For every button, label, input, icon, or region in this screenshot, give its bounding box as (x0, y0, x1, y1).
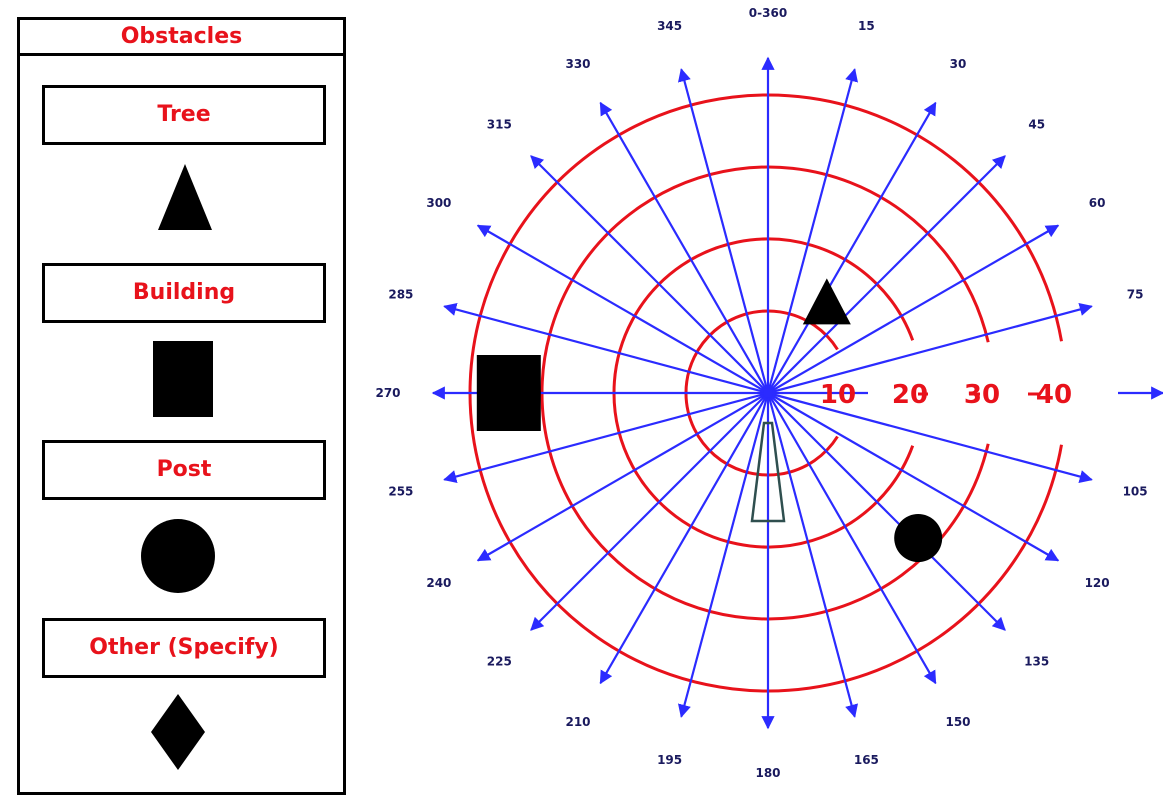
post-circle-icon (141, 519, 215, 593)
bearing-label-15: 15 (858, 19, 875, 33)
bearing-label-45: 45 (1028, 117, 1045, 131)
bearing-ray-330 (599, 101, 769, 394)
bearing-label-135: 135 (1024, 655, 1049, 669)
other-diamond-icon (151, 694, 205, 770)
bearing-label-195: 195 (657, 753, 682, 767)
tree-triangle-icon (158, 164, 212, 230)
legend-title: Obstacles (20, 20, 343, 56)
bearing-ray-285 (443, 302, 769, 395)
bearing-ray-15 (766, 68, 859, 394)
distance-label-10: 10 (820, 380, 856, 410)
bearing-label-315: 315 (487, 117, 512, 131)
bearing-label-150: 150 (945, 715, 970, 729)
bearing-labels: 0-36015304560759010512013515016518019521… (375, 6, 1148, 780)
bearing-label-180: 180 (755, 766, 780, 780)
bearing-ray-75 (767, 302, 1093, 395)
bearing-ray-240 (476, 392, 769, 562)
obstacle-building (476, 355, 541, 431)
bearing-label-30: 30 (950, 57, 967, 71)
bearing-label-300: 300 (426, 196, 451, 210)
observer-shape (750, 421, 786, 523)
bearing-ray-255 (443, 391, 769, 484)
legend-label-tree: Tree (42, 85, 326, 145)
bearing-ray-210 (599, 392, 769, 685)
observer-marker (750, 388, 786, 523)
bearing-rays (431, 56, 1163, 730)
bearing-ray-45 (767, 155, 1006, 394)
obstacle-markers (476, 278, 943, 563)
bearing-ray-105 (767, 391, 1093, 484)
bearing-label-330: 330 (565, 57, 590, 71)
legend-panel: Obstacles Tree Building Post Other (Spec… (17, 17, 346, 795)
legend-label-post: Post (42, 440, 326, 500)
obstacle-tree (802, 278, 851, 325)
bearing-label-0: 0-360 (749, 6, 787, 20)
bearing-label-60: 60 (1089, 196, 1106, 210)
bearing-label-165: 165 (854, 753, 879, 767)
bearing-ray-60 (767, 224, 1060, 394)
legend-label-building: Building (42, 263, 326, 323)
bearing-label-120: 120 (1085, 576, 1110, 590)
bearing-ray-165 (766, 392, 859, 718)
bearing-label-210: 210 (565, 715, 590, 729)
bearing-label-285: 285 (388, 288, 413, 302)
bearing-ray-135 (767, 392, 1006, 631)
bearing-ray-315 (530, 155, 769, 394)
bearing-ray-150 (767, 392, 937, 685)
legend-label-other: Other (Specify) (42, 618, 326, 678)
centre-point (763, 388, 773, 398)
bearing-label-255: 255 (388, 484, 413, 498)
bearing-label-75: 75 (1127, 288, 1144, 302)
bearing-label-345: 345 (657, 19, 682, 33)
bearing-label-240: 240 (426, 576, 451, 590)
obstacle-post (894, 514, 943, 563)
bearing-label-225: 225 (487, 655, 512, 669)
bearing-label-270: 270 (375, 386, 400, 400)
bearing-ray-345 (677, 68, 770, 394)
bearing-ray-195 (677, 392, 770, 718)
bearing-ray-120 (767, 392, 1060, 562)
bearing-ray-30 (767, 101, 937, 394)
bearing-ray-300 (476, 224, 769, 394)
distance-label-40: 40 (1036, 380, 1072, 410)
bearing-ray-225 (530, 392, 769, 631)
building-square-icon (153, 341, 213, 417)
bearing-label-105: 105 (1123, 484, 1148, 498)
